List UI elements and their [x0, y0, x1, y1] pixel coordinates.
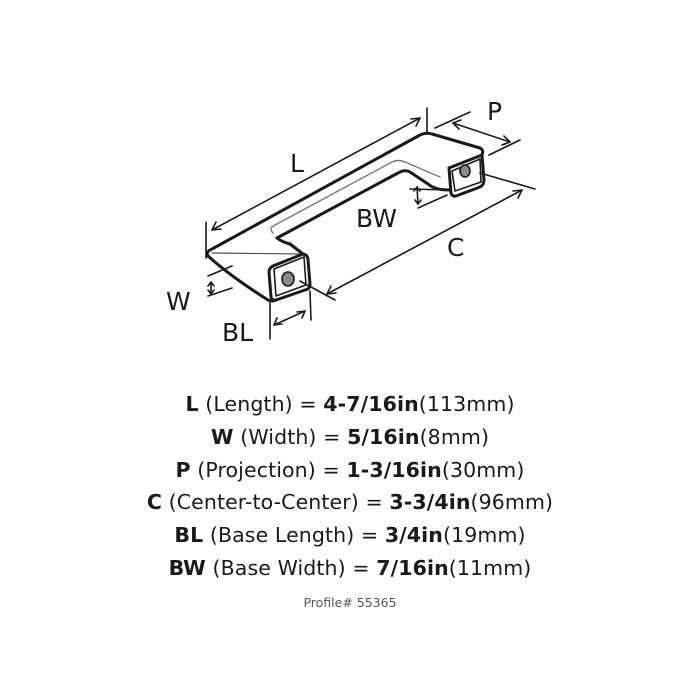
spec-name: (Length)	[205, 392, 293, 416]
profile-number: Profile# 55365	[303, 595, 397, 610]
spec-equals: =	[322, 457, 340, 482]
spec-code: BL	[174, 523, 204, 548]
spec-imperial: 3/4in	[384, 523, 443, 548]
spec-metric: (96mm)	[470, 490, 554, 515]
spec-center-to-center: C (Center-to-Center) = 3-3/4in(96mm)	[0, 486, 700, 519]
spec-metric: (11mm)	[448, 555, 532, 580]
spec-projection: P (Projection) = 1-3/16in(30mm)	[0, 454, 700, 487]
label-width: W	[166, 287, 191, 316]
handle-dimension-drawing: L P BW C W BL	[166, 97, 536, 347]
spec-code: BW	[168, 555, 206, 580]
spec-imperial: 4-7/16in	[323, 392, 419, 416]
label-length: L	[290, 149, 304, 178]
spec-equals: =	[360, 523, 379, 548]
label-projection: P	[487, 97, 502, 126]
dimension-lines	[205, 107, 536, 340]
spec-length: L (Length) = 4-7/16in(113mm)	[0, 388, 700, 421]
spec-base-width: BW (Base Width) = 7/16in(11mm)	[0, 552, 700, 585]
spec-equals: =	[365, 490, 383, 515]
spec-metric: (113mm)	[418, 392, 515, 416]
spec-code: L	[185, 392, 199, 416]
spec-name: (Width)	[240, 424, 317, 449]
spec-code: P	[175, 457, 191, 482]
spec-list: L (Length) = 4-7/16in(113mm) W (Width) =…	[0, 388, 700, 585]
spec-base-length: BL (Base Length) = 3/4in(19mm)	[0, 519, 700, 552]
label-center-to-center: C	[447, 233, 464, 262]
spec-imperial: 3-3/4in	[389, 490, 471, 515]
spec-imperial: 7/16in	[376, 555, 449, 580]
label-base-length: BL	[222, 318, 253, 347]
spec-name: (Base Width)	[212, 555, 346, 580]
spec-equals: =	[323, 424, 341, 449]
spec-metric: (19mm)	[443, 523, 526, 548]
mounting-holes	[281, 164, 471, 287]
spec-width: W (Width) = 5/16in(8mm)	[0, 421, 700, 454]
spec-imperial: 1-3/16in	[346, 457, 442, 482]
spec-code: W	[210, 424, 234, 449]
spec-name: (Projection)	[197, 457, 316, 482]
spec-metric: (8mm)	[419, 424, 490, 449]
spec-equals: =	[299, 392, 317, 416]
spec-name: (Base Length)	[209, 523, 355, 548]
spec-imperial: 5/16in	[347, 424, 420, 449]
spec-code: C	[146, 490, 163, 515]
spec-equals: =	[352, 555, 370, 580]
spec-name: (Center-to-Center)	[168, 490, 359, 515]
spec-metric: (30mm)	[441, 457, 525, 482]
label-base-width: BW	[356, 204, 397, 233]
